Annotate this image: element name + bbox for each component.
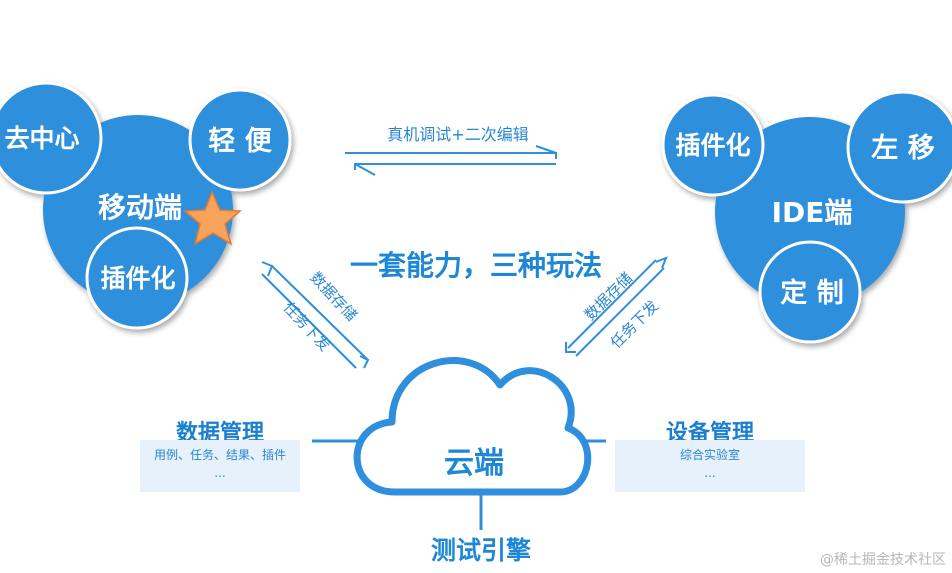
mobile-lightweight-circle — [188, 88, 292, 192]
data-management-line1: 用例、任务、结果、插件 — [153, 448, 286, 462]
data-management-box: 用例、任务、结果、插件 ... — [140, 440, 300, 492]
bidirectional-arrow-top — [345, 145, 557, 176]
cloud-label: 云端 — [444, 446, 504, 481]
right-diagonal-arrow — [565, 256, 668, 357]
ide-custom-circle — [758, 240, 862, 344]
top-arrow-label: 真机调试+二次编辑 — [387, 125, 528, 144]
ide-plugin-label: 插件化 — [675, 131, 750, 160]
ide-plugin-circle — [661, 93, 765, 197]
left-diagonal-arrow — [261, 261, 370, 369]
mobile-decentralized-circle — [0, 81, 103, 195]
star-icon — [183, 190, 242, 246]
data-management-line2: ... — [214, 466, 226, 480]
mobile-decentralized-label: 去中心 — [4, 124, 79, 153]
slogan: 一套能力，三种玩法 — [350, 249, 602, 282]
ide-shift-left-label: 左 移 — [871, 133, 934, 164]
device-management-line1: 综合实验室 — [679, 448, 740, 462]
mobile-cluster — [0, 81, 292, 330]
ide-shift-left-circle — [846, 90, 952, 204]
watermark: @稀土掘金技术社区 — [820, 552, 946, 568]
mobile-center-label: 移动端 — [98, 191, 182, 224]
mobile-plugin-circle — [85, 226, 189, 330]
ide-center-label: IDE端 — [772, 196, 853, 229]
device-management-box: 综合实验室 ... — [615, 440, 805, 492]
ide-custom-label: 定 制 — [780, 277, 843, 309]
device-management-line2: ... — [704, 466, 716, 480]
right-diagonal-label-2: 任务下发 — [607, 297, 662, 352]
test-engine-label: 测试引擎 — [431, 536, 531, 565]
mobile-lightweight-label: 轻 便 — [208, 126, 272, 157]
ide-cluster — [661, 90, 952, 344]
mobile-plugin-label: 插件化 — [100, 264, 175, 293]
left-diagonal-label-2: 任务下发 — [280, 299, 334, 355]
cloud-shape — [353, 357, 592, 496]
